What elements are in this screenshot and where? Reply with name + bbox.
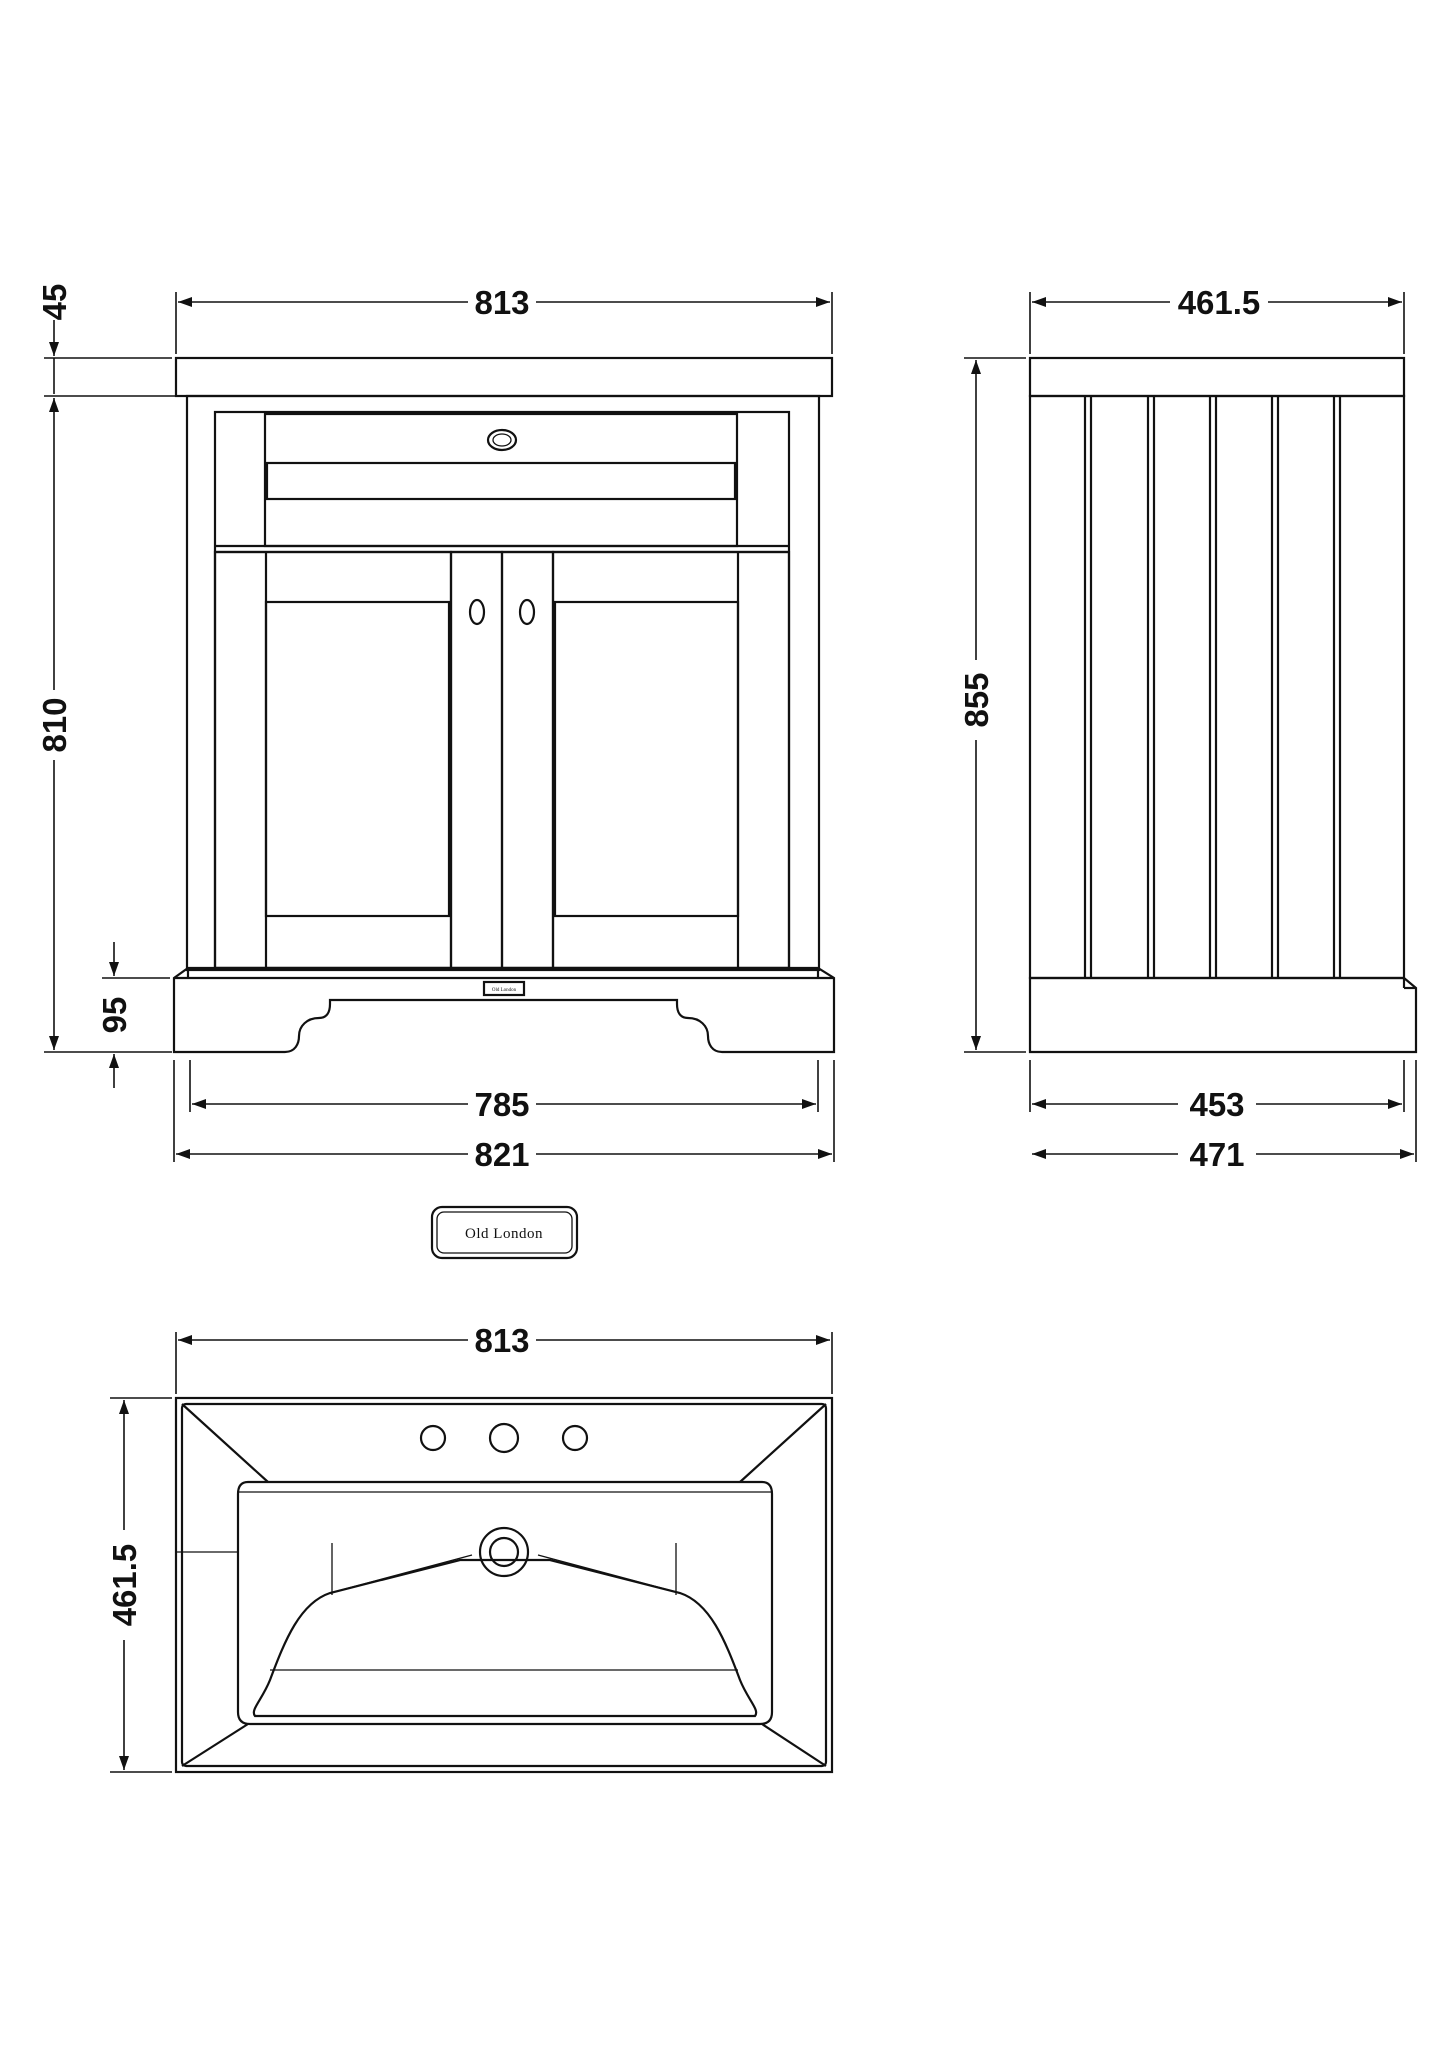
front-plinth — [172, 966, 836, 1054]
dim-basin-width: 813 — [474, 1322, 529, 1359]
side-plinth — [1028, 976, 1418, 1054]
basin-outer — [174, 1396, 834, 1774]
side-basin-top — [1028, 356, 1406, 398]
dim-side-top-depth: 461.5 — [1178, 284, 1261, 321]
front-left-door — [213, 550, 453, 970]
dim-basin-depth: 461.5 — [106, 1544, 143, 1627]
tap-hole-right — [561, 1424, 589, 1452]
dim-front-overall-width: 821 — [474, 1136, 529, 1173]
plinth-plaque — [482, 980, 526, 997]
front-left-door-panel — [264, 600, 451, 918]
drawer-handle — [486, 428, 518, 452]
basin-bowl-inner — [252, 1558, 758, 1718]
basin-dimensions: 813 461.5 — [106, 1322, 833, 1773]
front-right-door-panel — [553, 600, 740, 918]
dim-carcass-height: 810 — [36, 697, 73, 752]
dim-side-total-height: 855 — [958, 672, 995, 727]
basin-bowl-rim — [236, 1480, 774, 1726]
dim-side-overall-depth: 471 — [1189, 1136, 1244, 1173]
left-door-handle — [468, 598, 486, 626]
tap-hole-center — [488, 1422, 520, 1454]
front-carcass — [185, 394, 821, 972]
front-dimensions: 813 45 810 95 785 821 — [36, 284, 835, 1173]
basin-waste — [478, 1526, 530, 1578]
front-basin-top — [174, 356, 834, 398]
front-drawer-panel — [265, 461, 737, 501]
old-london-logo: Old London — [430, 1205, 579, 1260]
basin-plan-view — [174, 1396, 834, 1774]
dim-side-inner-depth: 453 — [1189, 1086, 1244, 1123]
dim-plinth-height: 95 — [96, 997, 133, 1034]
dim-front-top-width: 813 — [474, 284, 529, 321]
tap-hole-left — [419, 1424, 447, 1452]
front-view: Old London — [172, 356, 836, 1054]
side-panel-grooves — [1083, 396, 1342, 978]
logo-text: Old London — [465, 1226, 543, 1242]
side-view — [1028, 356, 1418, 1054]
front-right-door — [551, 550, 791, 970]
side-dimensions: 461.5 855 453 471 — [958, 284, 1417, 1173]
dim-top-thickness: 45 — [36, 284, 73, 321]
dim-front-inner-width: 785 — [474, 1086, 529, 1123]
plinth-plaque-text: Old London — [492, 988, 517, 993]
right-door-handle — [518, 598, 536, 626]
